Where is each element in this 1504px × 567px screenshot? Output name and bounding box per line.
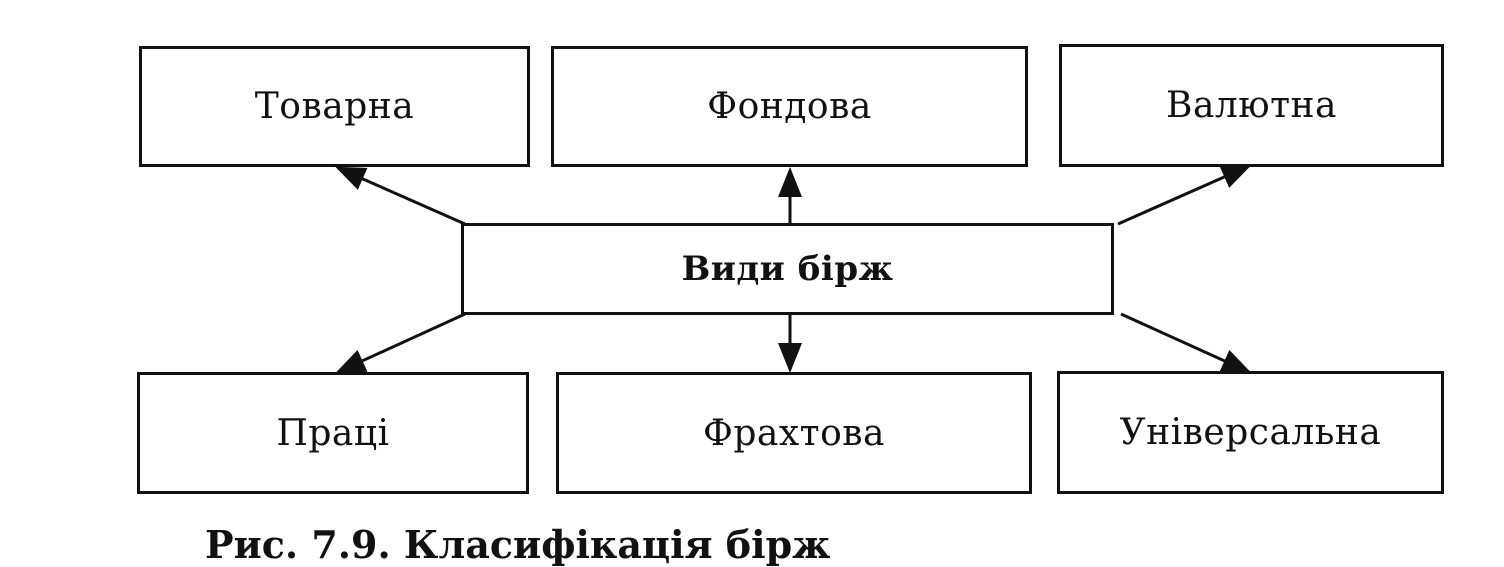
arrow-to-universal xyxy=(1120,312,1252,374)
node-universal-label: Універсальна xyxy=(1119,412,1382,453)
node-freight-label: Фрахтова xyxy=(702,412,885,454)
arrow-to-labor xyxy=(335,312,466,374)
arrow-to-commodity xyxy=(335,166,466,226)
node-commodity-label: Товарна xyxy=(254,86,415,127)
diagram-canvas: Товарна Фондова Валютна Види бірж Праці … xyxy=(137,44,1444,567)
node-stock: Фондова xyxy=(551,46,1028,167)
node-currency: Валютна xyxy=(1059,44,1444,167)
node-labor: Праці xyxy=(137,372,529,494)
node-labor-label: Праці xyxy=(276,412,390,454)
node-universal: Універсальна xyxy=(1057,371,1444,494)
node-freight: Фрахтова xyxy=(556,372,1032,494)
arrows-layer xyxy=(335,164,1252,374)
node-center: Види бірж xyxy=(461,223,1114,315)
node-currency-label: Валютна xyxy=(1165,85,1337,126)
figure-caption: Рис. 7.9. Класифікація бірж xyxy=(205,522,831,567)
arrow-to-currency xyxy=(1117,164,1252,226)
node-center-label: Види бірж xyxy=(681,249,894,289)
node-stock-label: Фондова xyxy=(707,86,872,127)
node-commodity: Товарна xyxy=(139,46,530,167)
